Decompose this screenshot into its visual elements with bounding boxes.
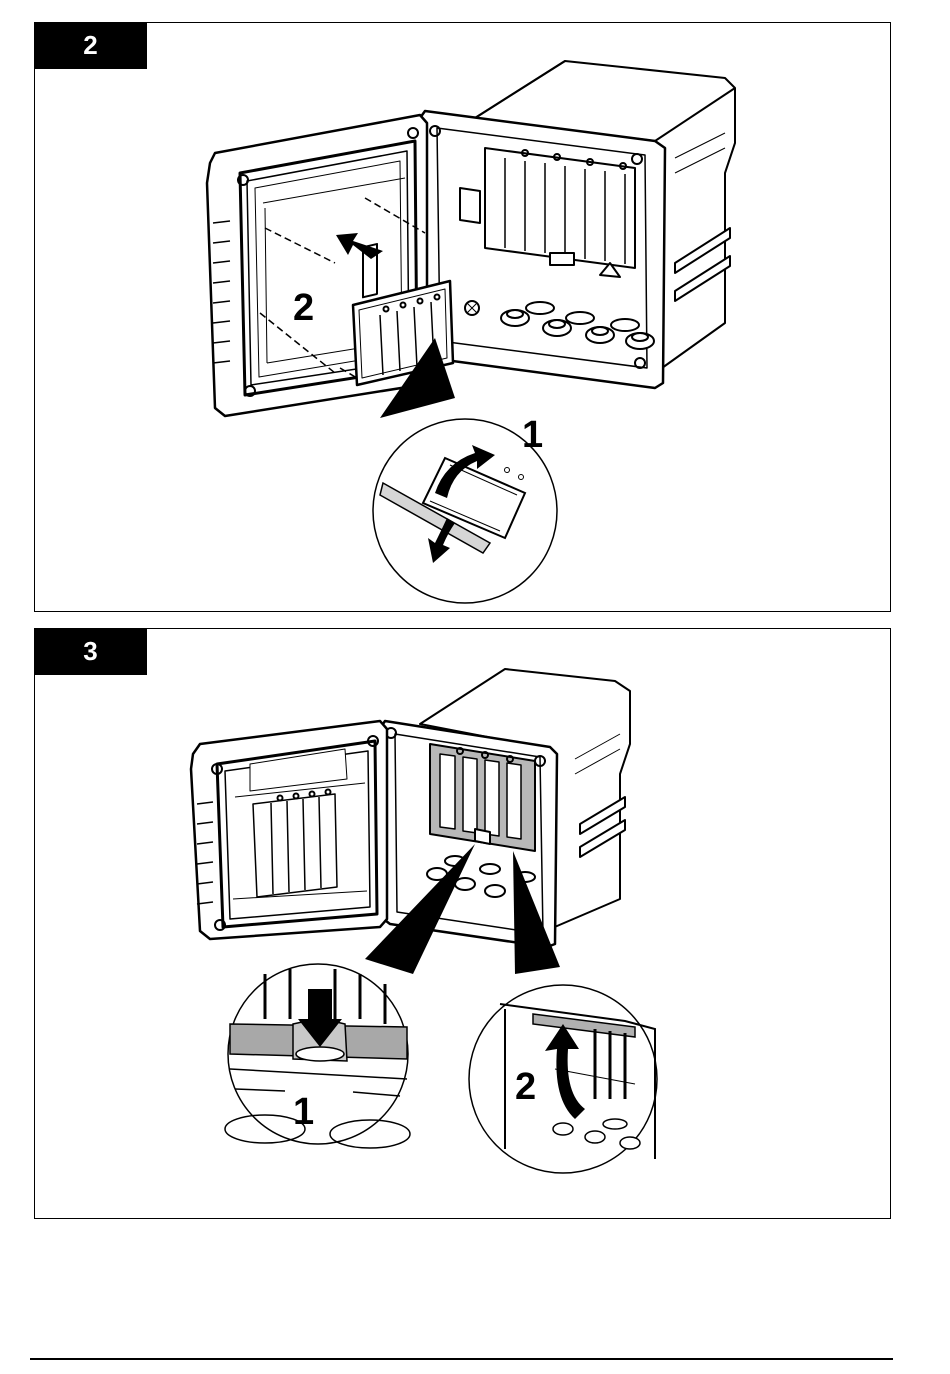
detail-circle-press-latch: 1 <box>224 963 411 1149</box>
callout-number: 1 <box>522 414 543 456</box>
step-number-badge: 2 <box>34 22 147 69</box>
bracket-release-illustration: 1 2 <box>189 668 658 1174</box>
enclosure-front-frame <box>379 719 559 949</box>
figure-panel-step-2: 2 <box>34 22 891 612</box>
enclosure-label-illustration: 1 2 <box>205 60 736 604</box>
figure-panel-step-3: 3 <box>34 628 891 1219</box>
insert-direction-arrow <box>336 233 383 259</box>
enclosure-body <box>474 60 736 374</box>
callout-number: 2 <box>293 287 314 329</box>
callout-number: 2 <box>515 1066 536 1108</box>
enclosure-front-frame <box>418 109 667 390</box>
detail-pointer <box>380 338 455 418</box>
detail-pointer <box>365 844 475 974</box>
footer-divider <box>30 1358 893 1360</box>
step-number-badge: 3 <box>34 628 147 675</box>
enclosure-door <box>189 719 389 941</box>
detail-circle-lift-bracket: 2 <box>468 984 658 1174</box>
detail-circle-peel-backing: 1 <box>372 414 558 604</box>
detail-pointer <box>513 851 560 974</box>
callout-number: 1 <box>293 1091 314 1133</box>
